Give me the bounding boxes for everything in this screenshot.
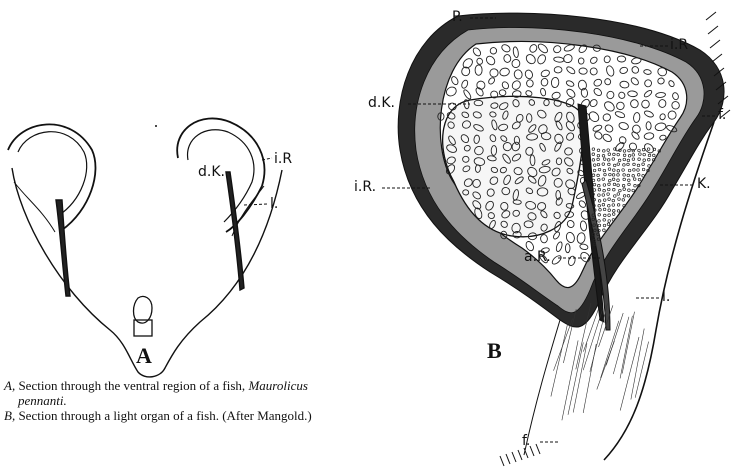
panel-label-a: A — [136, 343, 152, 369]
label-f-bottom-b: f. — [522, 434, 530, 448]
caption-species-a: Maurolicus — [248, 378, 307, 393]
label-l-b: l. — [662, 290, 670, 304]
caption-line-a: A, Section through the ventral region of… — [4, 378, 504, 393]
label-ir-top-b: i.R — [670, 38, 688, 52]
edge-tick — [712, 54, 722, 62]
caption-key-b: B, — [4, 408, 15, 423]
label-k-b: K. — [697, 177, 711, 191]
caption-line-b: B, Section through a light organ of a fi… — [4, 408, 504, 423]
edge-tick — [706, 12, 716, 20]
caption: A, Section through the ventral region of… — [4, 378, 504, 423]
label-p-b: P. — [452, 10, 463, 24]
caption-key-a: A, — [4, 378, 15, 393]
edge-tick — [710, 40, 720, 48]
label-dk-a: d.K. — [198, 165, 225, 179]
leader-l-a — [244, 204, 268, 205]
hatch-line — [562, 340, 578, 420]
hatch-line — [554, 319, 573, 371]
edge-tick — [512, 452, 516, 462]
edge-tick — [708, 26, 718, 34]
caption-line-a-cont: pennanti. — [4, 393, 504, 408]
left-reflector — [14, 182, 55, 232]
left-stalk — [56, 200, 70, 296]
label-dk-b: d.K. — [368, 96, 395, 110]
speck — [155, 125, 157, 127]
label-ir-a: i.R — [274, 152, 292, 166]
hatch-line — [620, 337, 639, 411]
hatch-line — [622, 312, 634, 374]
caption-species-b: pennanti. — [18, 393, 67, 408]
edge-tick — [518, 450, 522, 460]
hatch-line — [551, 322, 568, 396]
edge-ticks-bottom — [500, 444, 540, 466]
caption-text-a: Section through the ventral region of a … — [15, 378, 248, 393]
label-f-right-b: f. — [718, 108, 726, 122]
spinal-cord — [134, 296, 153, 323]
edge-tick — [506, 454, 510, 464]
figure-a-drawing — [8, 118, 282, 376]
caption-text-b: Section through a light organ of a fish.… — [15, 408, 312, 423]
edge-tick — [536, 444, 540, 454]
panel-label-b: B — [487, 338, 502, 364]
left-organ-inner — [18, 132, 87, 216]
label-ir-left-b: i.R. — [354, 180, 376, 194]
edge-tick — [530, 446, 534, 456]
label-ar-b: a.R. — [524, 250, 551, 264]
edge-tick — [500, 456, 504, 466]
label-l-a: l. — [270, 197, 278, 211]
left-organ-outer — [8, 124, 95, 230]
